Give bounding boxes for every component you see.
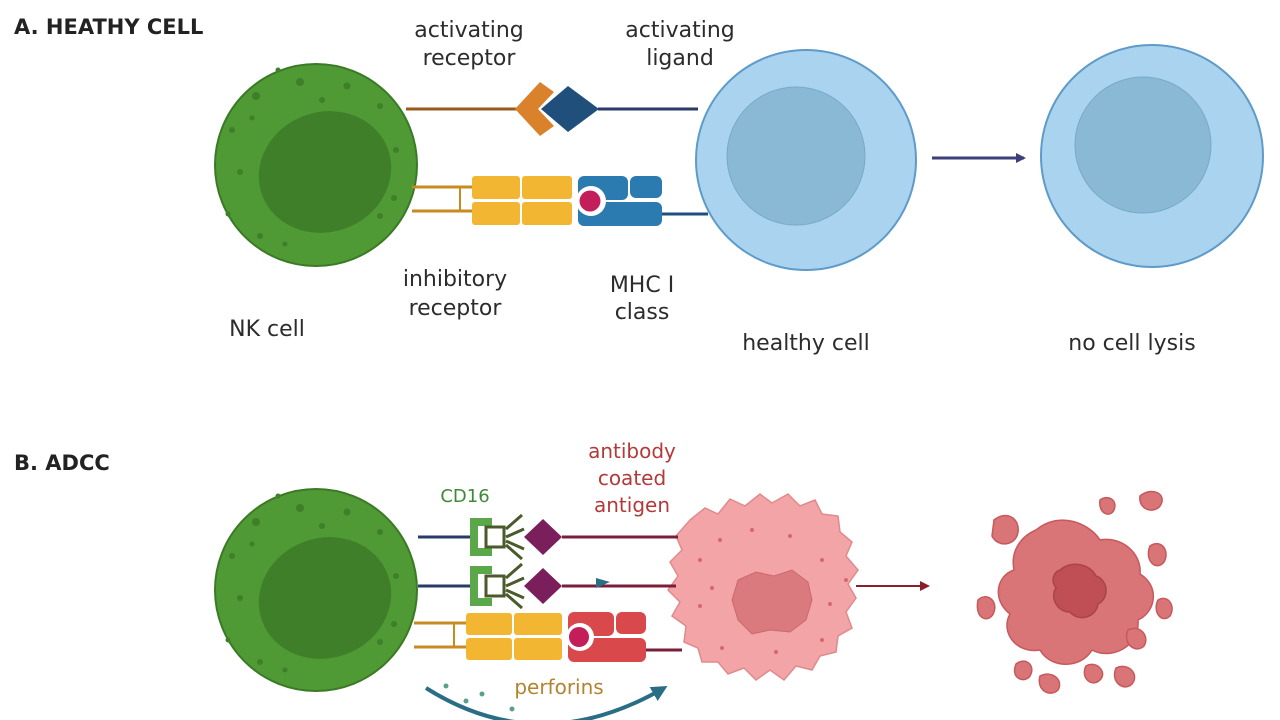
nk-cell-a [214, 63, 418, 267]
healthy-cell [695, 49, 917, 271]
label-antibody-1: antibody [588, 439, 676, 463]
mhc-class-i [576, 176, 708, 226]
label-healthy-cell: healthy cell [742, 331, 870, 356]
section-a-title: A. HEATHY CELL [14, 15, 203, 39]
inhibitory-receptor [412, 176, 572, 225]
activating-receptor [406, 82, 554, 136]
cd16-receptor-2 [418, 562, 676, 610]
nk-cell-b [214, 488, 418, 692]
tumor-cell [667, 493, 859, 682]
label-inhibitory-receptor-1: inhibitory [403, 267, 507, 292]
label-antibody-2: coated [598, 466, 666, 490]
activating-ligand [541, 86, 698, 132]
label-activating-ligand-2: ligand [646, 46, 714, 71]
label-activating-ligand-1: activating [625, 18, 734, 43]
label-perforins: perforins [514, 675, 603, 699]
label-inhibitory-receptor-2: receptor [409, 296, 503, 321]
label-mhc-2: class [615, 300, 670, 325]
label-antibody-3: antigen [594, 493, 670, 517]
no-lysis-cell [1040, 44, 1264, 268]
cd16-receptor-1 [418, 513, 678, 561]
label-activating-receptor-1: activating [414, 18, 523, 43]
label-no-cell-lysis: no cell lysis [1068, 331, 1195, 356]
perforins-release [424, 683, 668, 720]
label-activating-receptor-2: receptor [423, 46, 517, 71]
mhc-class-i-b [566, 612, 682, 662]
label-nk-cell: NK cell [229, 317, 305, 342]
label-cd16: CD16 [440, 486, 489, 507]
inhibitory-receptor-b [414, 613, 562, 660]
lysed-cell-fragments [976, 490, 1173, 694]
section-b-title: B. ADCC [14, 451, 110, 475]
label-mhc-1: MHC I [610, 273, 674, 298]
